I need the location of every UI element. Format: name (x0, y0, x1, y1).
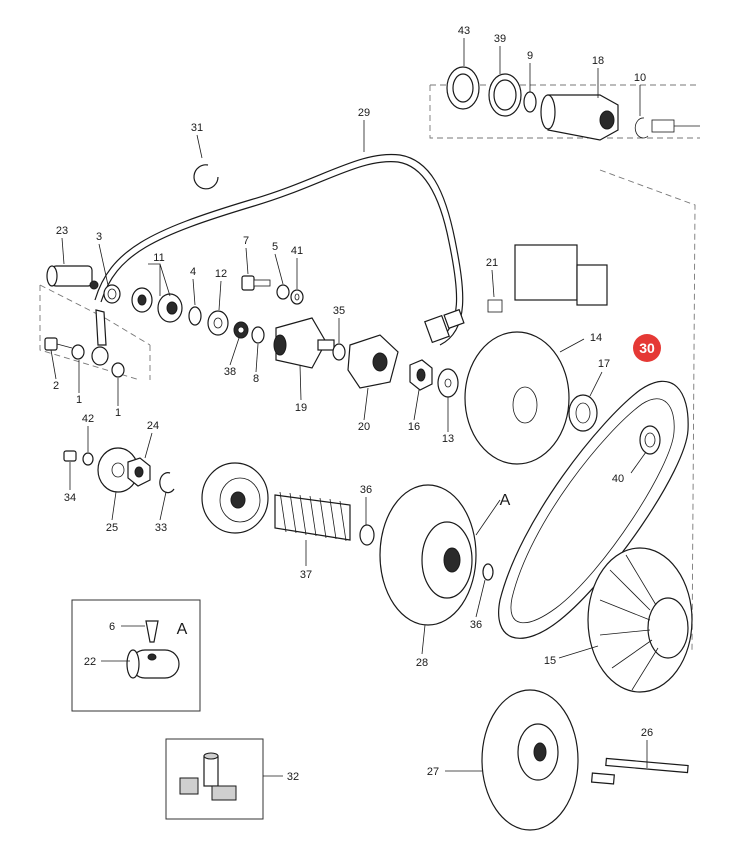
cable-end-fork (91, 309, 109, 366)
callout-40: 40 (612, 473, 624, 485)
clutch-cover (201, 462, 269, 534)
part-1-washer-b (111, 362, 125, 378)
part-12-washer (207, 310, 229, 336)
callout-20: 20 (358, 421, 370, 433)
leader-lines (50, 38, 648, 777)
callout-7: 7 (243, 235, 249, 247)
detail-inset-32 (165, 738, 264, 820)
part-42-washer (82, 452, 94, 466)
part-36-ring-a (359, 524, 375, 546)
callout-4: 4 (190, 266, 196, 278)
detail-inset-a (71, 599, 201, 712)
part-11-bearings (131, 287, 183, 323)
callout-17: 17 (598, 358, 610, 370)
part-17-spacer (568, 394, 598, 432)
callout-2: 2 (53, 380, 59, 392)
callout-29: 29 (358, 107, 370, 119)
part-24-nut (127, 457, 151, 487)
callout-42: 42 (82, 413, 94, 425)
view-marker-a-main: A (500, 492, 511, 509)
part-33-circlip (159, 472, 175, 494)
callout-24: 24 (147, 420, 159, 432)
part-43-seal (446, 66, 480, 110)
part-28-pulley (379, 484, 477, 626)
callout-15: 15 (544, 655, 556, 667)
callout-5: 5 (272, 241, 278, 253)
callout-32: 32 (287, 771, 299, 783)
part-4-ring (188, 306, 202, 326)
callout-26: 26 (641, 727, 653, 739)
part-38-bearing (233, 321, 249, 339)
callout-14: 14 (590, 332, 602, 344)
callout-41: 41 (291, 245, 303, 257)
part-35-ring (332, 343, 346, 361)
callout-37: 37 (300, 569, 312, 581)
highlight-badge-30[interactable]: 30 (633, 334, 661, 362)
callout-13: 13 (442, 433, 454, 445)
callout-39: 39 (494, 33, 506, 45)
part-37-spring (274, 491, 351, 542)
highlight-badge-circle (633, 334, 661, 362)
view-marker-a-detail: A (177, 621, 188, 638)
part-2-screw (44, 337, 73, 351)
callout-23: 23 (56, 225, 68, 237)
callout-9: 9 (527, 50, 533, 62)
part-7-bolt (241, 275, 271, 291)
part-18-sleeve (540, 94, 619, 141)
part-19-hub (273, 317, 335, 369)
part-10-circlip (634, 117, 700, 139)
callout-33: 33 (155, 522, 167, 534)
callout-43: 43 (458, 25, 470, 37)
part-21-fitting-block (487, 244, 608, 313)
part-8-ring (251, 326, 265, 344)
part-29-cable (94, 153, 465, 346)
callout-3: 3 (96, 231, 102, 243)
part-40-seal (639, 425, 661, 455)
part-23-pin (46, 265, 99, 290)
callout-10: 10 (634, 72, 646, 84)
part-15-driven-pulley (587, 547, 693, 693)
part-14-disc (464, 331, 570, 465)
callout-11: 11 (153, 252, 164, 264)
callout-36-lower: 36 (470, 619, 482, 631)
callout-1-right: 1 (115, 407, 121, 419)
callout-labels: 43 39 9 18 10 31 29 23 3 11 4 7 5 41 12 … (53, 25, 653, 783)
callout-27: 27 (427, 766, 439, 778)
callout-1-left: 1 (76, 394, 82, 406)
callout-34: 34 (64, 492, 76, 504)
callout-16: 16 (408, 421, 420, 433)
part-9-ring (523, 91, 537, 113)
callout-12: 12 (215, 268, 227, 280)
callout-28: 28 (416, 657, 428, 669)
part-26-shaft (590, 757, 689, 785)
callout-31: 31 (191, 122, 203, 134)
part-1-washer-a (71, 344, 85, 360)
part-34-screw (63, 450, 77, 462)
callout-38: 38 (224, 366, 236, 378)
part-36-ring-b (482, 563, 494, 581)
callout-6: 6 (109, 621, 115, 633)
part-13-washer (437, 368, 459, 398)
part-16-nut (409, 359, 433, 391)
part-39-bearing (488, 73, 522, 117)
callout-21: 21 (486, 257, 498, 269)
callout-36-upper: 36 (360, 484, 372, 496)
part-31-clip (193, 164, 219, 190)
part-20-nut-block (347, 334, 399, 389)
part-3-spring-clip (103, 284, 121, 304)
callout-8: 8 (253, 373, 259, 385)
callout-19: 19 (295, 402, 307, 414)
part-27-pulley-half (481, 689, 579, 831)
callout-35: 35 (333, 305, 345, 317)
part-41-washer (290, 289, 304, 305)
callout-25: 25 (106, 522, 118, 534)
highlight-badge-label: 30 (639, 340, 655, 356)
part-5-washer (276, 284, 290, 300)
callout-22: 22 (84, 656, 96, 668)
callout-18: 18 (592, 55, 604, 67)
